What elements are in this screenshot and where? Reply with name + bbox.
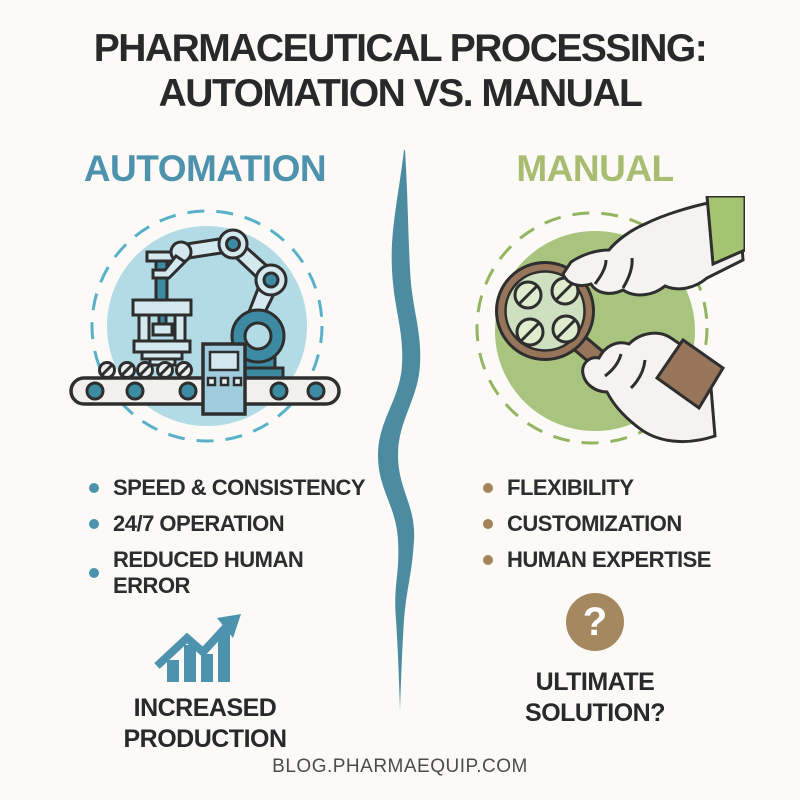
manual-caption: ULTIMATE SOLUTION?: [525, 668, 665, 728]
list-item: HUMAN EXPERTISE: [483, 547, 765, 573]
benefit-label: 24/7 OPERATION: [113, 511, 285, 536]
benefit-label: FLEXIBILITY: [507, 475, 634, 500]
bullet-dot: [89, 568, 99, 578]
benefit-label: REDUCED HUMAN ERROR: [113, 547, 304, 598]
list-item: FLEXIBILITY: [483, 475, 765, 501]
list-item: SPEED & CONSISTENCY: [89, 475, 375, 501]
benefit-label: CUSTOMIZATION: [507, 511, 682, 536]
automation-column: AUTOMATION: [35, 148, 375, 756]
title-line-2: AUTOMATION VS. MANUAL: [158, 72, 643, 116]
bullet-dot: [89, 483, 99, 493]
question-mark-icon: ?: [566, 593, 624, 651]
bullet-dot: [483, 519, 493, 529]
footer-url: BLOG.PHARMAEQUIP.COM: [272, 756, 528, 777]
bullet-dot: [483, 483, 493, 493]
robot-arm-conveyor-illustration: [69, 209, 341, 443]
benefit-label: SPEED & CONSISTENCY: [113, 475, 366, 500]
automation-benefits-list: SPEED & CONSISTENCY 24/7 OPERATION REDUC…: [35, 475, 375, 599]
automation-heading: AUTOMATION: [83, 148, 327, 189]
title-line-1: PHARMACEUTICAL PROCESSING:: [93, 27, 708, 70]
list-item: 24/7 OPERATION: [89, 511, 375, 537]
manual-heading: MANUAL: [516, 148, 674, 189]
manual-column: MANUAL: [425, 148, 765, 730]
bullet-dot: [89, 519, 99, 529]
bullet-dot: [483, 555, 493, 565]
automation-caption: INCREASED PRODUCTION: [123, 694, 287, 754]
bar-chart-growth-icon: [153, 614, 241, 682]
list-item: CUSTOMIZATION: [483, 511, 765, 537]
page-title: PHARMACEUTICAL PROCESSING: AUTOMATION VS…: [0, 26, 800, 116]
hands-magnifying-pills-illustration: [475, 196, 745, 445]
benefit-label: HUMAN EXPERTISE: [507, 547, 711, 572]
footer: BLOG.PHARMAEQUIP.COM: [0, 756, 800, 778]
manual-benefits-list: FLEXIBILITY CUSTOMIZATION HUMAN EXPERTIS…: [425, 475, 765, 573]
list-item: REDUCED HUMAN ERROR: [89, 547, 375, 599]
